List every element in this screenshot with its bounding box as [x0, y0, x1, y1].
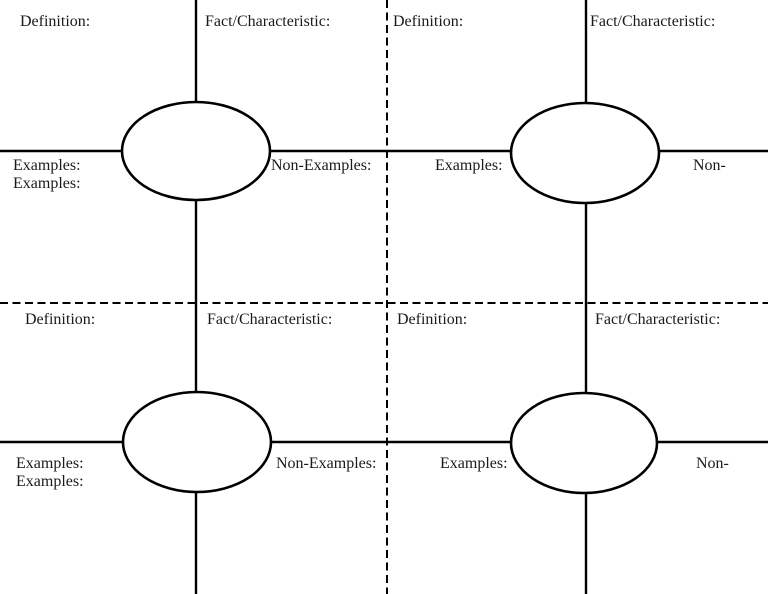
non-examples-label: Non- — [696, 455, 729, 472]
concept-oval-bottom-right — [509, 391, 659, 495]
examples-label: Examples: — [435, 157, 503, 174]
non-examples-label: Non-Examples: — [276, 455, 377, 472]
non-examples-label: Non- — [693, 157, 726, 174]
examples-label: Examples: — [16, 455, 84, 472]
concept-oval-top-left — [120, 100, 272, 202]
concept-oval-top-right — [509, 101, 661, 205]
examples-label: Examples: — [440, 455, 508, 472]
definition-label: Definition: — [397, 311, 468, 328]
fact-characteristic-label: Fact/Characteristic: — [207, 311, 333, 328]
fact-characteristic-label: Fact/Characteristic: — [595, 311, 721, 328]
non-examples-label: Non-Examples: — [271, 157, 372, 174]
definition-label: Definition: — [25, 311, 96, 328]
concept-oval-bottom-left — [121, 390, 273, 494]
fact-characteristic-label: Fact/Characteristic: — [590, 13, 716, 30]
examples-label-2: Examples: — [16, 473, 84, 490]
examples-label-2: Examples: — [13, 175, 81, 192]
definition-label: Definition: — [393, 13, 464, 30]
definition-label: Definition: — [20, 13, 91, 30]
examples-label: Examples: — [13, 157, 81, 174]
fact-characteristic-label: Fact/Characteristic: — [205, 13, 331, 30]
